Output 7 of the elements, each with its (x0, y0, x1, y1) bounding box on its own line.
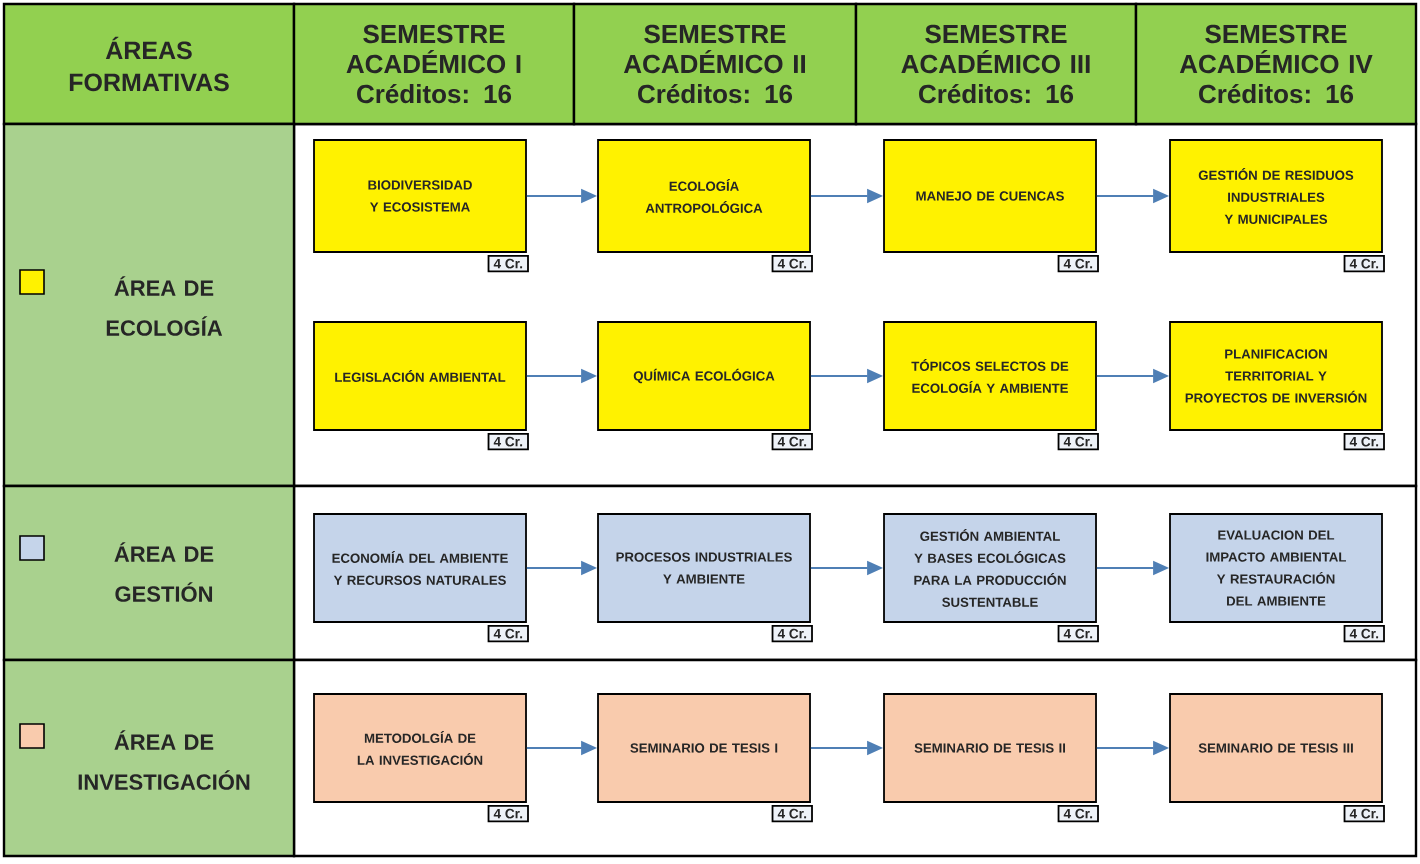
area-cell: ÁREA DE GESTIÓN (2, 484, 296, 662)
header-cell: SEMESTRE ACADÉMICO IV Créditos: 16 (1134, 2, 1418, 126)
header-cell: ÁREAS FORMATIVAS (2, 2, 296, 126)
header-cell: SEMESTRE ACADÉMICO I Créditos: 16 (292, 2, 576, 126)
header-cell: SEMESTRE ACADÉMICO III Créditos: 16 (854, 2, 1138, 126)
header-cell: SEMESTRE ACADÉMICO II Créditos: 16 (572, 2, 858, 126)
area-cell: ÁREA DE INVESTIGACIÓN (2, 658, 296, 858)
